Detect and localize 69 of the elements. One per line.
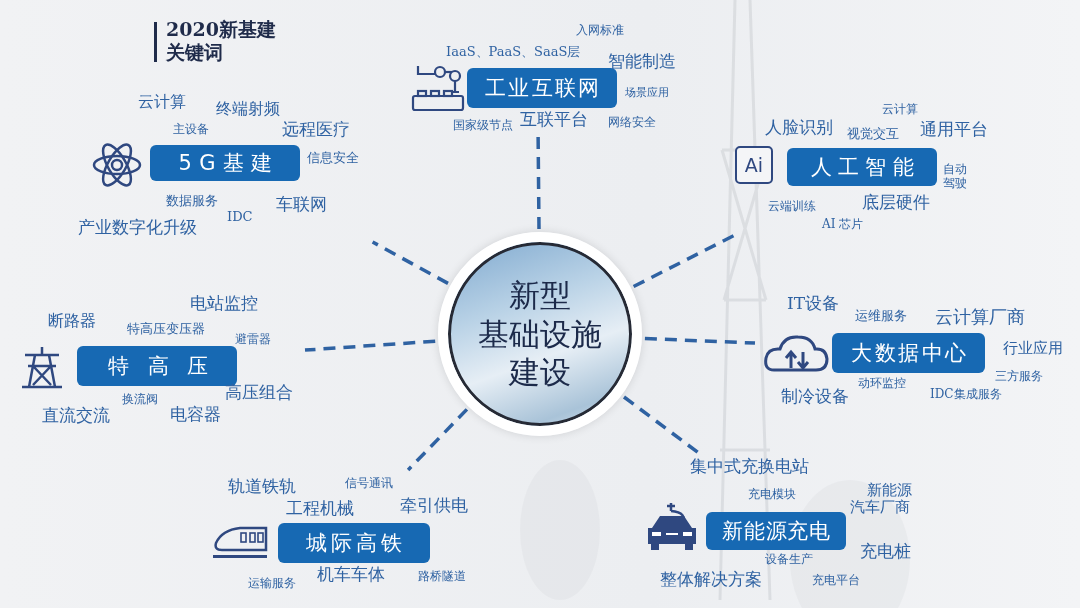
keyword: 场景应用 — [625, 87, 669, 100]
keyword: 人脸识别 — [765, 118, 833, 138]
category-label: 城际高铁 — [278, 523, 430, 563]
keyword: 特高压变压器 — [127, 322, 205, 337]
keyword: 云计算厂商 — [935, 307, 1025, 328]
keyword: 制冷设备 — [781, 387, 849, 407]
category-label: 人工智能 — [787, 148, 937, 186]
keyword: 主设备 — [173, 123, 209, 137]
keyword: 整体解决方案 — [660, 570, 762, 590]
keyword: 高压组合 — [225, 383, 293, 403]
keyword: 信号通讯 — [345, 477, 393, 491]
keyword: 云端训练 — [768, 200, 816, 214]
keyword: 通用平台 — [920, 120, 988, 140]
keyword: IT设备 — [787, 294, 840, 314]
keyword: 充电桩 — [860, 542, 911, 562]
keyword: 直流交流 — [42, 406, 110, 426]
keyword: 工程机械 — [286, 499, 354, 519]
keyword: 行业应用 — [1003, 340, 1063, 358]
keyword: 牵引供电 — [400, 496, 468, 516]
keyword: 轨道铁轨 — [228, 477, 296, 497]
keyword: 集中式充换电站 — [690, 457, 809, 477]
keyword: 运维服务 — [855, 309, 907, 324]
keyword: 新能源汽车厂商 — [850, 482, 913, 517]
keyword: 设备生产 — [765, 553, 813, 567]
keyword: 电站监控 — [190, 294, 258, 314]
dashed-connector — [536, 135, 541, 229]
keyword: 远程医疗 — [282, 120, 350, 140]
keyword: AI 芯片 — [822, 218, 864, 232]
keyword: 入网标准 — [576, 24, 624, 38]
keyword: 运输服务 — [248, 577, 296, 591]
dashed-connector — [632, 233, 736, 289]
keyword: 数据服务 — [166, 194, 218, 209]
keyword: 电容器 — [170, 405, 221, 425]
keyword: 动环监控 — [858, 377, 906, 391]
keyword: IDC集成服务 — [930, 388, 1002, 402]
ai-badge-icon: Ai — [735, 146, 773, 184]
keyword: 产业数字化升级 — [78, 218, 197, 238]
keyword: 云计算 — [882, 103, 918, 117]
category-label: 新能源充电 — [706, 512, 846, 550]
category-label: 5G基建 — [150, 145, 300, 181]
keyword: 互联平台 — [520, 110, 588, 130]
keyword: 换流阀 — [122, 393, 158, 407]
keyword: 机车车体 — [317, 565, 385, 585]
keyword: 底层硬件 — [862, 193, 930, 213]
dashed-connector — [371, 240, 449, 285]
title: 2020新基建关键词 — [166, 18, 277, 64]
keyword: 云计算 — [138, 93, 186, 112]
keyword: IDC — [227, 210, 253, 225]
category-label: 工业互联网 — [467, 68, 617, 108]
keyword: 路桥隧道 — [418, 570, 466, 584]
keyword: 充电模块 — [748, 488, 796, 502]
keyword: IaaS、PaaS、SaaS层 — [446, 45, 581, 60]
keyword: 三方服务 — [995, 370, 1043, 384]
keyword: 充电平台 — [812, 574, 860, 588]
keyword: 网络安全 — [608, 116, 656, 130]
keyword: 自动驾驶 — [943, 163, 968, 191]
dashed-connector — [406, 408, 469, 472]
keyword: 信息安全 — [307, 151, 359, 166]
category-label: 特高压 — [77, 346, 238, 386]
keyword: 视觉交互 — [847, 127, 899, 142]
dashed-connector — [644, 336, 756, 345]
keyword: 国家级节点 — [453, 119, 513, 133]
keyword: 避雷器 — [235, 333, 271, 347]
keyword: 断路器 — [48, 312, 96, 331]
dashed-connector — [304, 339, 436, 352]
category-label: 大数据中心 — [832, 333, 985, 373]
keyword: 车联网 — [276, 195, 327, 215]
keyword: 终端射频 — [216, 100, 280, 119]
center-title: 新型基础设施建设 — [478, 275, 602, 393]
